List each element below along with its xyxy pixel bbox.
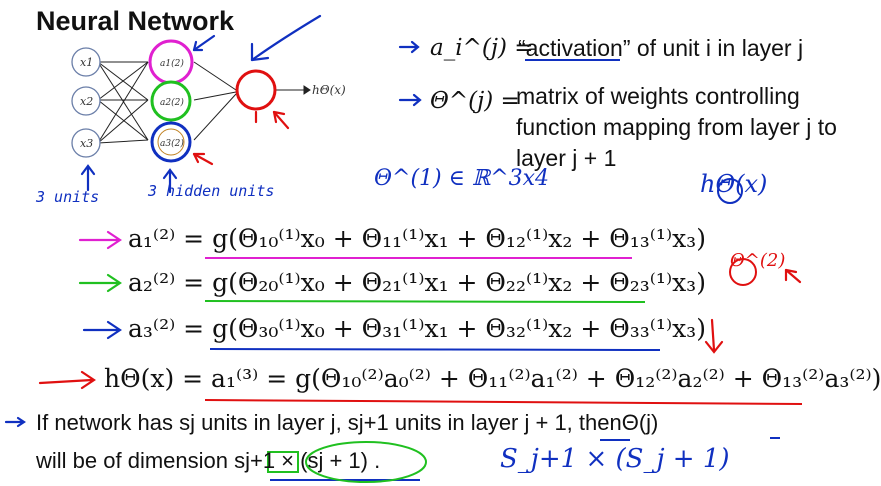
handwritten-arrows-blue (80, 14, 422, 194)
input-node-2 (71, 86, 101, 116)
equation-a3: a₃⁽²⁾ = g(Θ₃₀⁽¹⁾x₀ + Θ₃₁⁽¹⁾x₁ + Θ₃₂⁽¹⁾x₂… (128, 314, 706, 343)
bullet-line-2: will be of dimension sj+1 × (sj + 1) . (36, 448, 381, 473)
hidden-label-3: a3(2) (160, 138, 184, 149)
htheta-circle (717, 178, 743, 204)
arrow-green (78, 273, 122, 293)
hidden-label-2: a2(2) (160, 97, 184, 108)
hidden-output-connections (193, 61, 311, 141)
input-node-3 (71, 128, 101, 158)
equation-a2: a₂⁽²⁾ = g(Θ₂₀⁽¹⁾x₀ + Θ₂₁⁽¹⁾x₁ + Θ₂₂⁽¹⁾x₂… (128, 268, 706, 297)
hidden-label-1: a1(2) (160, 58, 184, 69)
slide-title: Neural Network (36, 6, 235, 36)
underline-eq3 (209, 348, 661, 351)
underline-eq2 (204, 300, 646, 303)
theta-definition-line2: function mapping from layer j to (516, 114, 837, 140)
hidden-node-2 (150, 80, 192, 122)
annotation-3-hidden-units: 3 hidden units (148, 182, 275, 200)
oval-sj (305, 441, 427, 483)
theta-symbol: Θ^(j) = (430, 88, 520, 114)
annotation-h-theta: hΘ(x) (700, 170, 768, 198)
input-label-2: x2 (80, 95, 93, 108)
input-label-3: x3 (80, 137, 93, 150)
output-node (235, 69, 277, 111)
activation-symbol: a_i^(j) = (430, 35, 534, 61)
input-hidden-connections (97, 61, 149, 144)
activation-definition: “activation” of unit i in layer j (518, 35, 804, 61)
annotation-theta-dim: Θ^(1) ∈ ℝ^3x4 (374, 166, 550, 191)
network-diagram: x1 x2 x3 a1(2) a2(2) a3(2) hΘ(x) (4, 14, 803, 483)
box-sj1 (267, 451, 299, 473)
theta-definition-line1: matrix of weights controlling (516, 83, 800, 109)
annotation-theta2: Θ^(2) (730, 250, 786, 271)
input-node-1 (71, 47, 101, 77)
arrow-blue (4, 320, 122, 428)
annotation-dimension: S_j+1 × (S_j + 1) (500, 444, 730, 474)
underline-eq4 (204, 399, 803, 405)
bullet-line-1: If network has sj units in layer j, sj+1… (36, 410, 659, 435)
equation-a1: a₁⁽²⁾ = g(Θ₁₀⁽¹⁾x₀ + Θ₁₁⁽¹⁾x₁ + Θ₁₂⁽¹⁾x₂… (128, 224, 706, 253)
output-label: hΘ(x) (312, 83, 346, 97)
theta-definition-line3: layer j + 1 (516, 145, 617, 171)
annotation-3-units: 3 units (36, 188, 100, 206)
equation-h-theta: hΘ(x) = a₁⁽³⁾ = g(Θ₁₀⁽²⁾a₀⁽²⁾ + Θ₁₁⁽²⁾a₁… (104, 364, 881, 393)
handwritten-arrows-red (38, 110, 802, 390)
input-label-1: x1 (80, 56, 93, 69)
arrow-magenta (78, 230, 122, 250)
theta2-circle (729, 258, 757, 286)
